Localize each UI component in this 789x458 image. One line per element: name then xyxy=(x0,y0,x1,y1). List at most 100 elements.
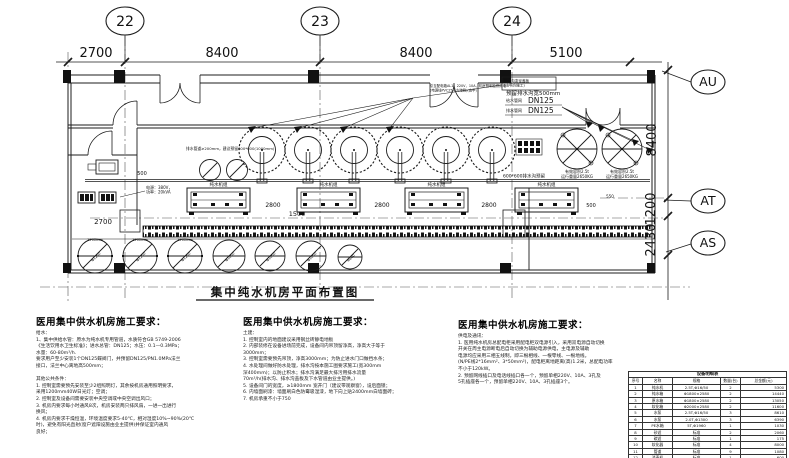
filter-tanks xyxy=(77,238,363,274)
dim-2800: 2800 xyxy=(481,202,496,209)
dim-1500: 1500 xyxy=(289,210,306,218)
grid-lines xyxy=(40,36,690,302)
ro-unit-label: 纯水机组 xyxy=(210,181,228,188)
note-line: 《生活饮用水卫生标准》；进水总管：DN125；水压：0.1—0.3MPa； xyxy=(36,344,182,350)
dim-2800: 2800 xyxy=(374,202,389,209)
filter-dia-label: Φ1000 xyxy=(224,251,235,262)
note-line: 接口，法兰中心离地高500mm； xyxy=(36,363,106,369)
pipe-run xyxy=(85,179,650,182)
tank-weight-label: 运行重量2650KG xyxy=(561,173,593,179)
notes-column-civil: 医用集中供水机房施工要求： 土建： 1. 控制室内的地面建议采用钢丝砖静电地板 … xyxy=(243,314,451,404)
top-dimension-texts: 2700 8400 8400 5100 xyxy=(79,46,582,61)
dim-2700: 2700 xyxy=(79,46,112,61)
note-line: 给水： xyxy=(36,331,51,336)
columns xyxy=(63,70,655,273)
drain-pipe-label: 排水管网 xyxy=(506,107,522,113)
ro-units xyxy=(186,187,579,215)
note-line: 70m³/h(排水沟、排水沟盖板及下水管道由业主提供。) xyxy=(243,377,356,383)
interior-dims: 2800 2800 2800 500 1500 2700 550 500 xyxy=(94,171,614,226)
right-dimension-line xyxy=(661,62,692,300)
grid-bubble-au: AU xyxy=(699,74,717,89)
filter-size-label: 1700mm xyxy=(177,238,193,242)
grid-bubble-as: AS xyxy=(700,235,717,250)
note-line: 深400mm)；以防止积水；排水沟满足最大排污用排水流量 xyxy=(243,370,367,376)
leader-lines xyxy=(251,84,651,151)
ro-unit-label: 纯水机组 xyxy=(320,181,338,188)
notes-header: 医用集中供水机房施工要求： xyxy=(243,317,374,328)
tank-volume-label: 有效容积2.5t xyxy=(610,168,634,174)
note-line: 3000mm； xyxy=(243,350,269,356)
note-line: 2. 预留网线插口及电话线插口各一个，预留单相220V、10A、3孔及 xyxy=(458,373,601,379)
inlet-500-note: 预留排水沟宽500mm xyxy=(506,89,560,97)
note-line: 采用1200mm40W日光灯；空调； xyxy=(36,390,110,396)
floor-plan: 2700 8400 8400 5100 22 23 24 8400 1200 2… xyxy=(40,6,726,302)
drain-trench xyxy=(142,225,653,238)
power-380-label: 电源：380V， xyxy=(146,184,172,190)
dim-500: 500 xyxy=(137,171,147,177)
notes-column-water: 医用集中供水机房施工要求： 给水： 1、集中供给水管：原水为纯水机专用管道，水质… xyxy=(36,314,241,437)
filter-dia-label: Φ1200 xyxy=(90,251,101,262)
ro-unit-label: 纯水机组 xyxy=(538,181,556,188)
tank-volume-label: 有效容积2.5t xyxy=(565,168,589,174)
note-line: 5孔插座各一个，预留单相220V、10A、3孔插座3个。 xyxy=(458,380,573,386)
note-line: 开关在周主电源断电后自动切换为辅助电源供电，主电源及辅助 xyxy=(458,347,590,353)
tank-weight-label: 运行重量2650KG xyxy=(606,173,638,179)
col-header: 总金额(元) xyxy=(739,377,788,385)
grid-bubbles-right xyxy=(690,69,726,256)
filter-dia-label: Φ1200 xyxy=(135,251,146,262)
note-line: 土建： xyxy=(243,331,258,336)
drain-dn-label: DN125 xyxy=(528,106,554,115)
note-line: 不小于120kW。 xyxy=(458,366,494,372)
note-line: 水量：60-80m³/h. xyxy=(36,350,77,356)
note-line: 6. 内墙面刷漆：墙面刷白色防霉吸湿漆，地下向上贴2400mm白墙面砖； xyxy=(243,390,397,396)
grid-bubble-24: 24 xyxy=(503,14,521,30)
dim-2700: 2700 xyxy=(94,218,112,226)
note-line: 7. 机房承重不小于750 xyxy=(243,396,291,402)
note-line: 要求用户至少安装1个DN125蝶阀门，并预留DN125/PN1.0MPa法兰 xyxy=(36,357,181,363)
table-title: 设备明细表 xyxy=(627,370,788,379)
dim-8400-a: 8400 xyxy=(205,46,238,61)
cover-note-1: 排水沟变径盖板 xyxy=(504,78,530,83)
pump-skid xyxy=(515,138,543,156)
note-line: 5. 设备间门的宽度，≥1800mm 宽开门（建议带观察窗），设后面锁； xyxy=(243,383,391,389)
top-right-annotations: 排水沟变径盖板 (由甲方施工) 预留排水沟宽500mm 给水管网 DN125 排… xyxy=(430,76,562,116)
note-line: 换风； xyxy=(36,410,51,416)
note-line: 2. 内部装修在设备进场前完成，设备间内吊顶留净高，净高大于等于 xyxy=(243,344,385,350)
note-line: 时)，避免有阳光直射(窗户遮阳设施由业主提供)并保证室内通风 xyxy=(36,423,169,429)
trench-label: 600*600排水沟预留 xyxy=(503,173,545,180)
note-line: 1. 医用纯水机房总配电柜采用配电柜双电源引入，采用双电源自动切换 xyxy=(458,340,605,346)
note-line: 其他公共条件： xyxy=(36,377,69,383)
note-line: 4. 机房内要求干燥恒温，环境温度要求5-40℃，相对湿度10%~90%(20℃ xyxy=(36,416,195,422)
note-line: 1. 控制室需要预先安装至少2组照明灯，其余按机房通用照明要求， xyxy=(36,383,177,389)
col-header: 数量(台) xyxy=(720,377,741,385)
cover-note-2: (由甲方施工) xyxy=(504,83,525,88)
supply-dn-label: DN125 xyxy=(528,96,554,105)
filter-dia-label: Φ1000 xyxy=(306,251,317,262)
note-line: 良好； xyxy=(36,429,51,435)
filter-dia-label: Φ800 xyxy=(346,253,356,263)
note-line: 电源均应采用三相五线制，即三根相线、一根零线、一根地线。 xyxy=(458,353,590,359)
filter-dia-label: Φ1200 xyxy=(180,251,191,262)
note-line: 1、集中供给水管：原水为纯水机专用管道，水质符合GB 5749-2006 xyxy=(36,337,181,343)
notes-column-electric: 医用集中供水机房施工要求： 供电及通讯： 1. 医用纯水机房总配电柜采用配电柜双… xyxy=(458,317,633,387)
note-line: 4. 水处理间做好防水处理，排水沟按本施工图要求施工(宽300mm xyxy=(243,363,382,369)
drain-pipe-note: 排水管道≥200mm，建议预留600*600(1000mm) xyxy=(186,146,275,151)
dim-5100: 5100 xyxy=(549,46,582,61)
dim-550: 550 xyxy=(606,194,614,199)
notes-header: 医用集中供水机房施工要求： xyxy=(458,320,589,331)
power-note-2: (电源线PVC25平方暗敷)(由甲) xyxy=(430,88,478,93)
valve-symbols xyxy=(199,159,248,181)
doors xyxy=(87,75,621,156)
ro-unit-label: 纯水机组 xyxy=(428,181,446,188)
power-20kva-label: 功率：20kVA xyxy=(146,189,171,195)
note-line: 供电及通讯： xyxy=(458,334,487,339)
